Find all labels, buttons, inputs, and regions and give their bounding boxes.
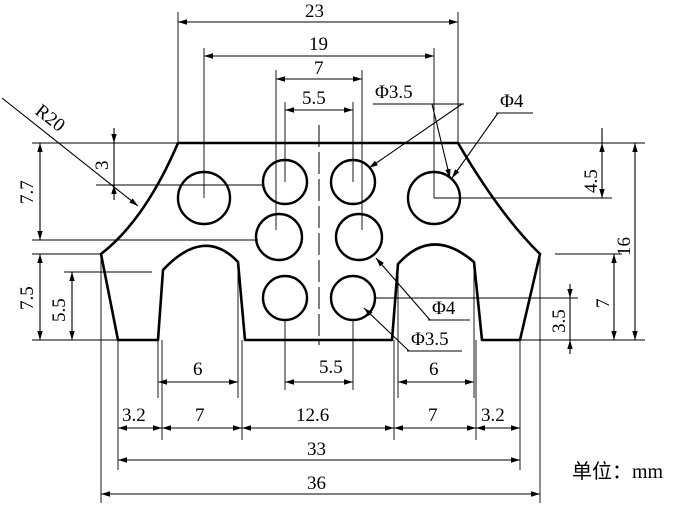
dia-3-5-bottom-label: Φ3.5 <box>411 329 449 350</box>
part-outline <box>99 141 542 342</box>
dia-4-bottom-label: Φ4 <box>432 298 456 319</box>
dim-12-6-label: 12.6 <box>296 405 329 426</box>
dim-7-right-bottom-label: 7 <box>428 405 438 426</box>
radius-20-label: R20 <box>31 100 69 136</box>
leader-3-5-bottom <box>363 307 410 352</box>
dim-36-label: 36 <box>307 473 326 494</box>
dia-4-top-label: Φ4 <box>500 91 524 112</box>
dim-6-right-label: 6 <box>429 359 439 380</box>
leader-4-bottom <box>375 257 431 321</box>
dim-7-right-label: 7 <box>593 299 614 309</box>
dim-5-5-top-label: 5.5 <box>302 88 326 109</box>
dim-7-left-label: 7 <box>195 405 205 426</box>
dim-7-5-label: 7.5 <box>17 286 38 310</box>
dim-19-label: 19 <box>309 34 328 55</box>
leader-3-5-top <box>368 103 463 169</box>
dim-5-5-bottom-label: 5.5 <box>319 357 343 378</box>
dim-16-label: 16 <box>614 237 635 256</box>
dim-7-top-label: 7 <box>314 58 324 79</box>
unit-label: 单位：mm <box>572 460 664 483</box>
leader-4-top <box>451 112 499 179</box>
hole-row2-left <box>254 212 304 262</box>
dim-6-left-label: 6 <box>193 359 203 380</box>
hole-row3-right <box>329 274 377 322</box>
dim-4-5-label: 4.5 <box>581 169 602 193</box>
dim-23-label: 23 <box>305 1 324 22</box>
hole-row2-right <box>334 212 384 262</box>
hole-row3-left <box>261 274 309 322</box>
dim-33-label: 33 <box>307 439 326 460</box>
dim-3-label: 3 <box>92 161 113 171</box>
dim-3-2-left-label: 3.2 <box>122 405 146 426</box>
dim-7-7-label: 7.7 <box>17 180 38 204</box>
dim-3-2-right-label: 3.2 <box>481 405 505 426</box>
dim-3-5-label: 3.5 <box>549 309 570 333</box>
dia-3-5-top-label: Φ3.5 <box>375 82 413 103</box>
dim-5-5-left-label: 5.5 <box>49 298 70 322</box>
